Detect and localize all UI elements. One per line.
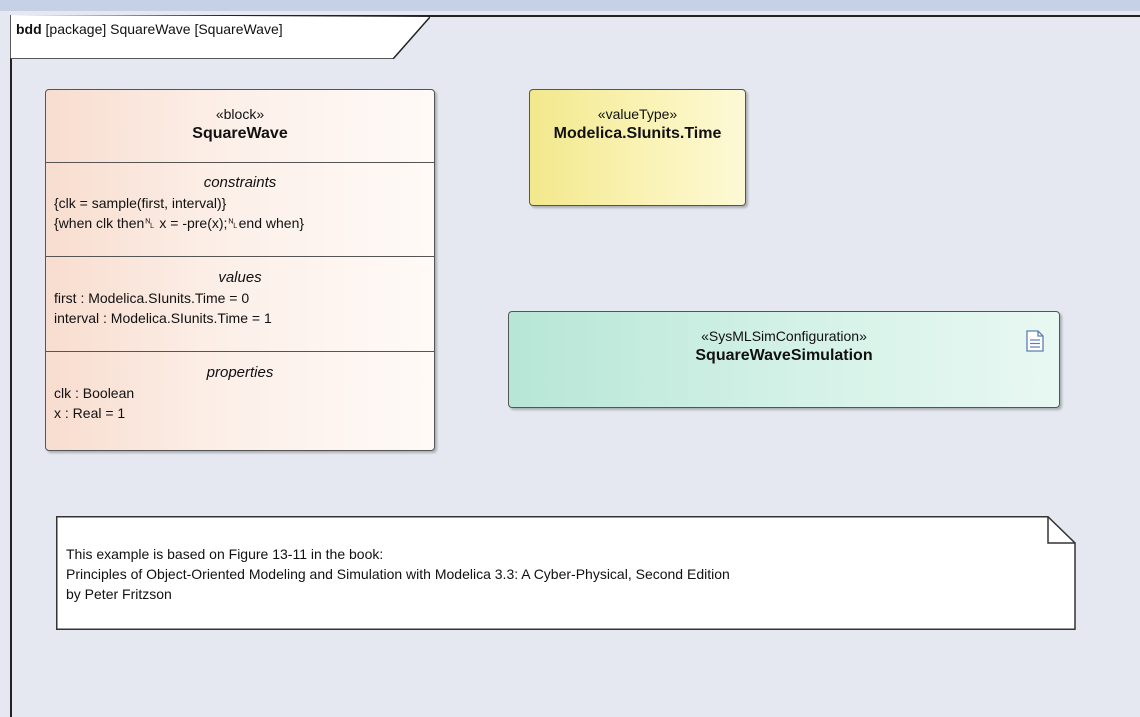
note-shape xyxy=(56,516,1076,630)
valuetype-time[interactable]: «valueType» Modelica.SIunits.Time xyxy=(529,89,746,206)
constraint-line: {clk = sample(first, interval)} xyxy=(54,195,227,211)
property-line: clk : Boolean xyxy=(54,385,135,401)
frame-label: bdd [package] SquareWave [SquareWave] xyxy=(16,21,283,37)
value-line: interval : Modelica.SIunits.Time = 1 xyxy=(54,310,272,326)
values-compartment: values first : Modelica.SIunits.Time = 0… xyxy=(46,257,434,352)
diagram-kind: bdd xyxy=(16,21,42,37)
note-line: by Peter Fritzson xyxy=(66,586,172,602)
value-line: first : Modelica.SIunits.Time = 0 xyxy=(54,290,250,306)
block-squarewave[interactable]: «block» SquareWave constraints {clk = sa… xyxy=(45,89,435,451)
sim-configuration[interactable]: «SysMLSimConfiguration» SquareWaveSimula… xyxy=(508,311,1060,408)
diagram-title: [package] SquareWave [SquareWave] xyxy=(45,21,283,37)
block-header: «block» SquareWave xyxy=(46,90,434,163)
valuetype-name: Modelica.SIunits.Time xyxy=(553,125,722,142)
note[interactable]: This example is based on Figure 13-11 in… xyxy=(56,516,1076,630)
frame-tab xyxy=(10,15,430,59)
top-strip xyxy=(0,0,1140,11)
constraints-compartment: constraints {clk = sample(first, interva… xyxy=(46,162,434,257)
values-title: values xyxy=(218,269,262,286)
valuetype-stereotype: «valueType» xyxy=(597,106,678,122)
constraint-line: {when clk then␤ x = -pre(x);␤end when} xyxy=(54,215,305,231)
constraints-title: constraints xyxy=(203,174,277,191)
note-text: This example is based on Figure 13-11 in… xyxy=(66,544,730,604)
property-line: x : Real = 1 xyxy=(54,405,126,421)
simconfig-stereotype: «SysMLSimConfiguration» xyxy=(701,328,867,344)
block-stereotype: «block» xyxy=(215,106,265,122)
block-name: SquareWave xyxy=(192,125,288,142)
note-line: Principles of Object-Oriented Modeling a… xyxy=(66,566,730,582)
document-icon[interactable] xyxy=(1026,330,1044,352)
note-line: This example is based on Figure 13-11 in… xyxy=(66,546,384,562)
properties-title: properties xyxy=(206,364,274,381)
properties-compartment: properties clk : Boolean x : Real = 1 xyxy=(46,352,434,448)
simconfig-name: SquareWaveSimulation xyxy=(695,347,873,364)
